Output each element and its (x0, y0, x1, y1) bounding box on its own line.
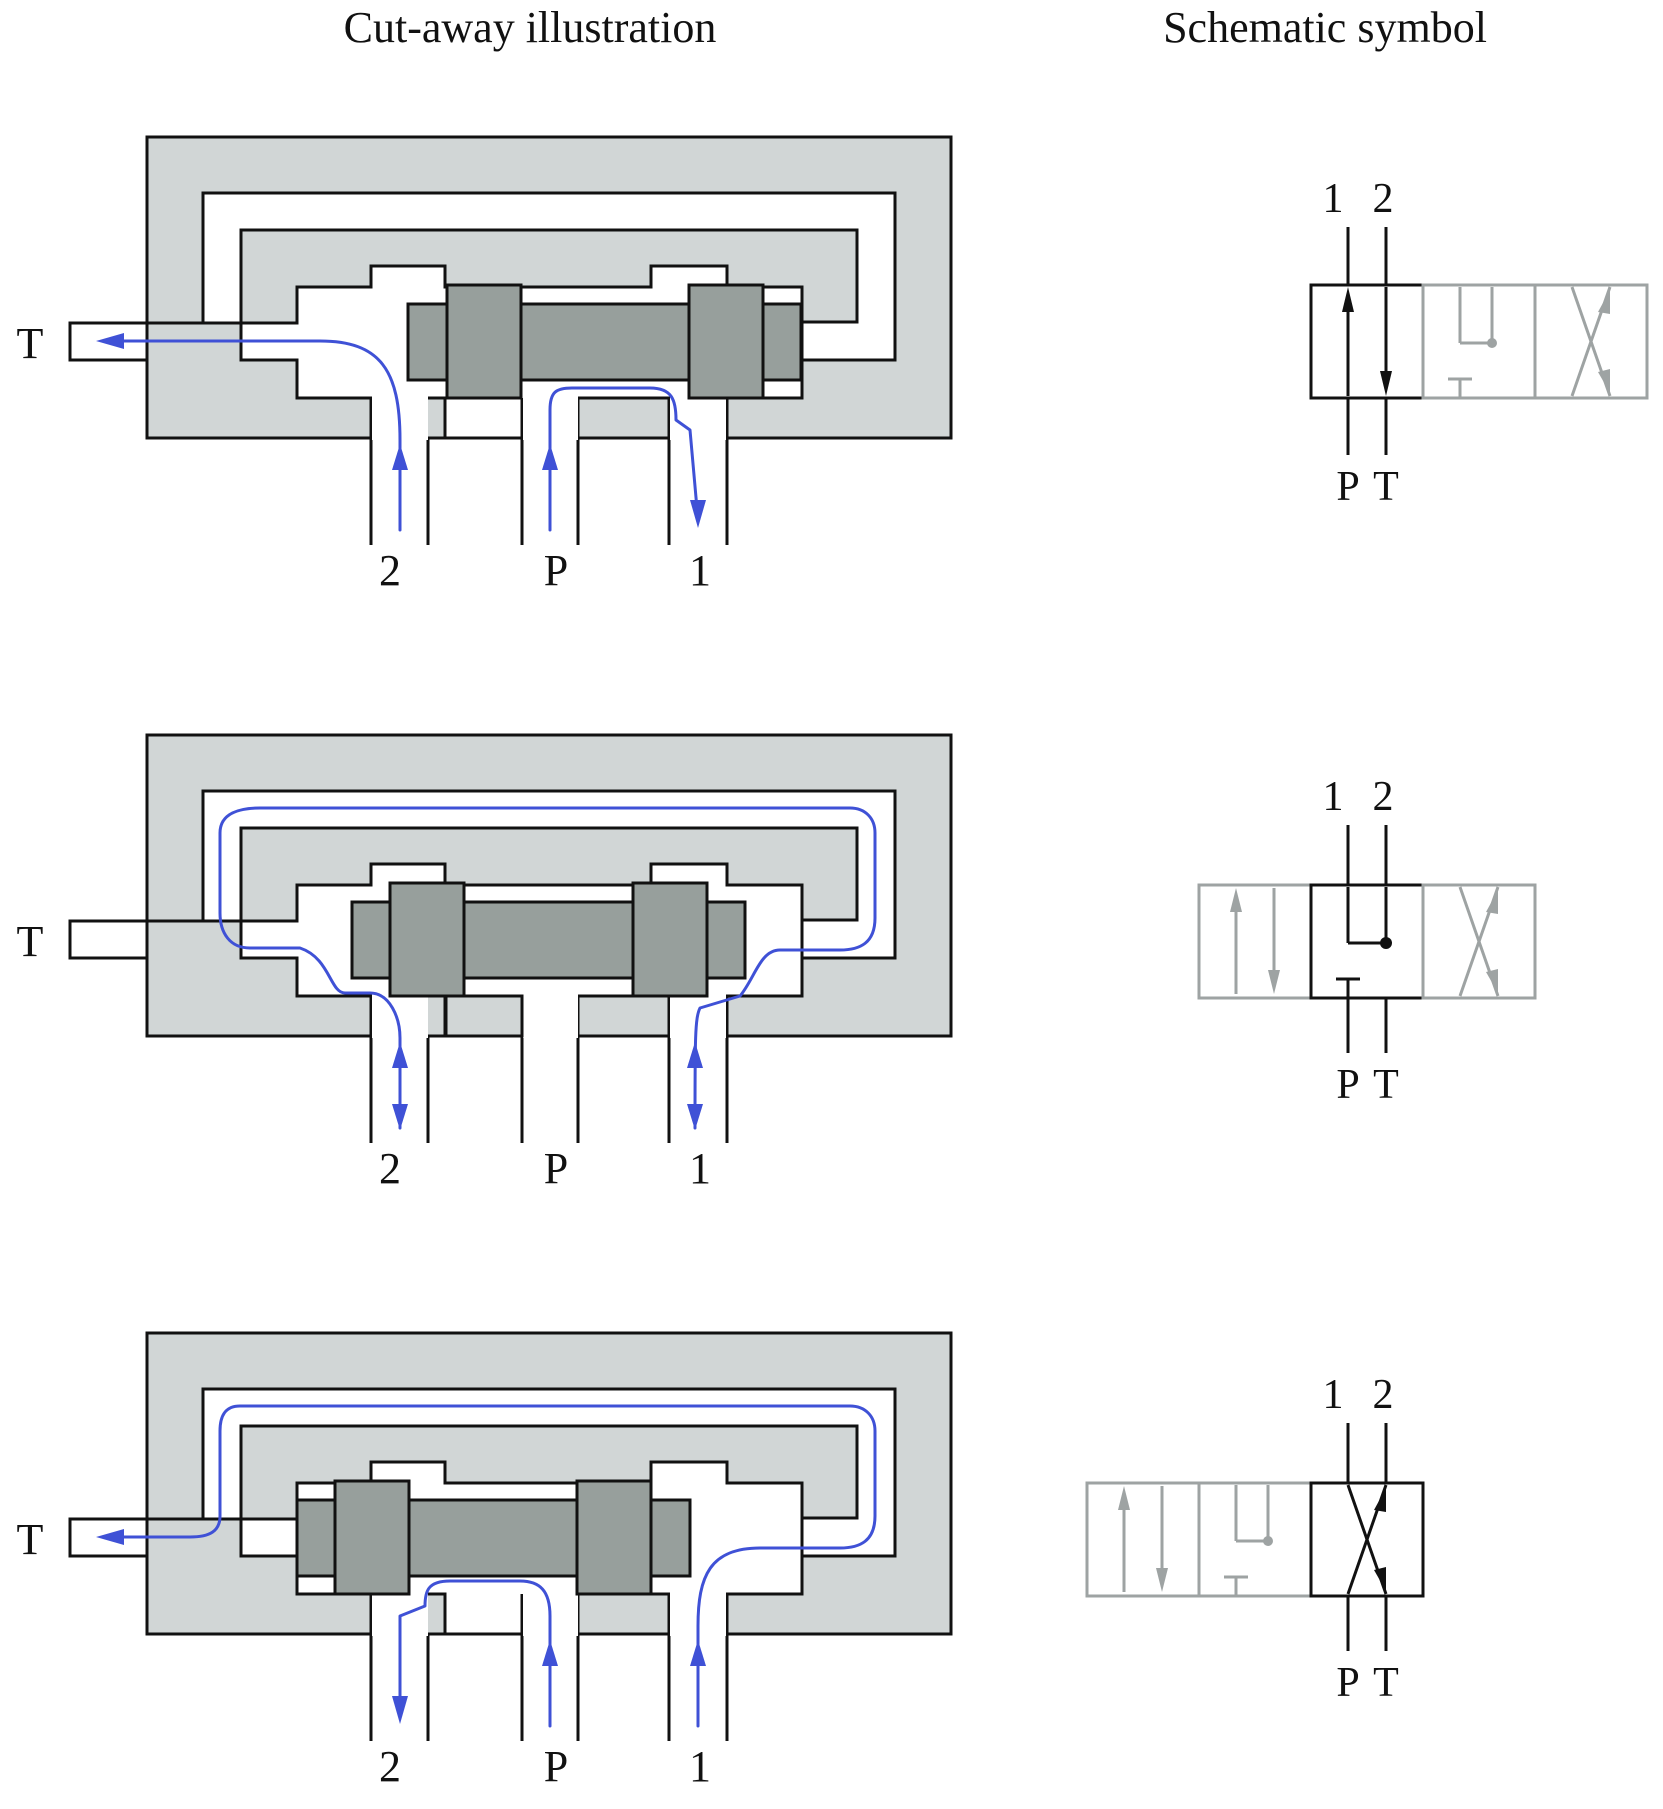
label-port-2: 2 (379, 1144, 401, 1193)
flow-arrow-down-1 (687, 1104, 703, 1130)
label-tank: T (17, 917, 44, 966)
flow-arrow-up-1 (690, 1640, 706, 1666)
inactive-envelope-center (1197, 1481, 1313, 1598)
sym-label-t: T (1373, 464, 1399, 510)
port-p-channel (520, 1594, 580, 1741)
flow-arrow-up-p (542, 1640, 558, 1666)
tank-passage (68, 919, 149, 960)
port-1-channel (667, 996, 729, 1143)
sym-label-p: P (1336, 1660, 1359, 1706)
label-port-1: 1 (689, 1144, 711, 1193)
inactive-envelope-center (1421, 283, 1537, 400)
inactive-envelope-crossed (1421, 883, 1537, 1000)
schematic-position-3: 1 2 P T (1085, 1372, 1425, 1706)
flow-arrow-to-t (96, 333, 124, 349)
label-port-p: P (544, 546, 568, 595)
active-envelope-center (1309, 825, 1425, 1053)
flow-arrow-down-2 (392, 1104, 408, 1130)
sym-label-2: 2 (1373, 1372, 1394, 1418)
sym-label-1: 1 (1323, 774, 1344, 820)
label-port-1: 1 (689, 1742, 711, 1791)
spool-land-left (388, 881, 466, 998)
cutaway-position-1: T 2 P 1 (17, 135, 953, 595)
cutaway-header: Cut-away illustration (344, 3, 717, 52)
schematic-header: Schematic symbol (1163, 3, 1487, 52)
cutaway-position-2: T 2 P 1 (17, 733, 953, 1193)
spool-land-right (631, 881, 709, 998)
flow-arrow-up-2 (392, 1042, 408, 1068)
schematic-position-2: 1 2 P T (1197, 774, 1537, 1108)
schematic-position-1: 1 2 P T (1309, 176, 1649, 510)
port-1-channel (667, 398, 729, 545)
spool-land-right (687, 283, 765, 400)
label-tank: T (17, 1515, 44, 1564)
sym-label-p: P (1336, 1062, 1359, 1108)
spool-land-left (445, 283, 523, 400)
flow-arrow-down-2 (392, 1696, 408, 1724)
flow-path-p-to-1 (548, 386, 700, 532)
port-1-channel (667, 1594, 729, 1741)
flow-arrow-up-p (542, 444, 558, 470)
inactive-envelope-crossed (1533, 283, 1649, 400)
flow-path-1-to-t (108, 1404, 877, 1728)
spool-land-left (333, 1479, 411, 1596)
port-2-channel (369, 996, 430, 1143)
sym-label-p: P (1336, 464, 1359, 510)
label-port-1: 1 (689, 546, 711, 595)
sym-label-2: 2 (1373, 774, 1394, 820)
label-port-2: 2 (379, 546, 401, 595)
sym-label-t: T (1373, 1062, 1399, 1108)
sym-label-1: 1 (1323, 1372, 1344, 1418)
flow-arrow-to-t (96, 1529, 124, 1545)
active-envelope-parallel (1309, 227, 1425, 455)
cutaway-position-3: T 2 P 1 (17, 1331, 953, 1791)
port-2-channel (369, 398, 430, 545)
active-envelope-crossed (1309, 1423, 1425, 1651)
flow-path-p-to-2 (398, 1579, 552, 1728)
flow-arrow-down-1 (690, 500, 706, 528)
spool-land-right (575, 1479, 653, 1596)
sym-label-2: 2 (1373, 176, 1394, 222)
flow-arrow-up-2 (392, 444, 408, 470)
flow-arrow-up-1 (687, 1042, 703, 1068)
port-p-channel (520, 398, 580, 545)
sym-label-t: T (1373, 1660, 1399, 1706)
flow-path-loop (218, 806, 877, 1130)
label-port-p: P (544, 1742, 568, 1791)
inactive-envelope-parallel (1085, 1481, 1201, 1598)
pressure-block (444, 994, 524, 1038)
inactive-envelope-parallel (1197, 883, 1313, 1000)
sym-label-1: 1 (1323, 176, 1344, 222)
label-port-p: P (544, 1144, 568, 1193)
flow-path-2-to-t (108, 339, 402, 532)
label-tank: T (17, 319, 44, 368)
label-port-2: 2 (379, 1742, 401, 1791)
port-2-channel (369, 1594, 430, 1741)
port-p-opening (523, 978, 578, 1038)
